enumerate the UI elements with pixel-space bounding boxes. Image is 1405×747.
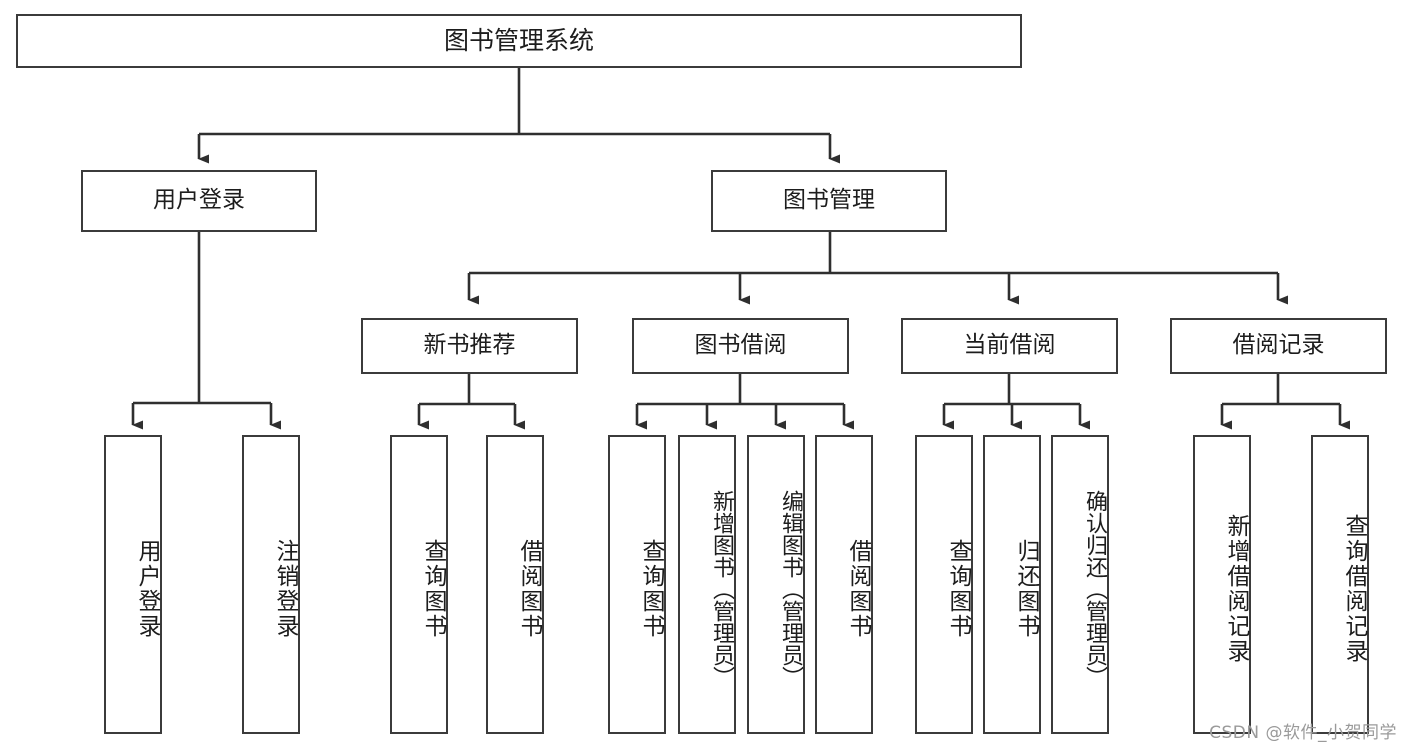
leaf-borrow-borrow-book[interactable]: 借阅图书 xyxy=(815,435,873,734)
leaf-records-query-record[interactable]: 查询借阅记录 xyxy=(1311,435,1369,734)
leaf-borrow-edit-book-admin[interactable]: 编辑图书（管理员） xyxy=(747,435,805,734)
node-root-system[interactable]: 图书管理系统 xyxy=(16,14,1022,68)
leaf-current-query-book[interactable]: 查询图书 xyxy=(915,435,973,734)
leaf-user-login-signin[interactable]: 用户登录 xyxy=(104,435,162,734)
leaf-user-login-signout[interactable]: 注销登录 xyxy=(242,435,300,734)
node-current-borrow[interactable]: 当前借阅 xyxy=(901,318,1118,374)
leaf-recommend-borrow-book[interactable]: 借阅图书 xyxy=(486,435,544,734)
leaf-records-add-record[interactable]: 新增借阅记录 xyxy=(1193,435,1251,734)
leaf-recommend-query-book[interactable]: 查询图书 xyxy=(390,435,448,734)
node-user-login[interactable]: 用户登录 xyxy=(81,170,317,232)
node-borrow-records[interactable]: 借阅记录 xyxy=(1170,318,1387,374)
leaf-borrow-query-book[interactable]: 查询图书 xyxy=(608,435,666,734)
csdn-watermark: CSDN @软件_小贺同学 xyxy=(1209,723,1397,743)
leaf-current-confirm-return-admin[interactable]: 确认归还（管理员） xyxy=(1051,435,1109,734)
leaf-current-return-book[interactable]: 归还图书 xyxy=(983,435,1041,734)
leaf-borrow-add-book-admin[interactable]: 新增图书（管理员） xyxy=(678,435,736,734)
node-new-book-recommend[interactable]: 新书推荐 xyxy=(361,318,578,374)
node-book-borrow[interactable]: 图书借阅 xyxy=(632,318,849,374)
node-book-management[interactable]: 图书管理 xyxy=(711,170,947,232)
